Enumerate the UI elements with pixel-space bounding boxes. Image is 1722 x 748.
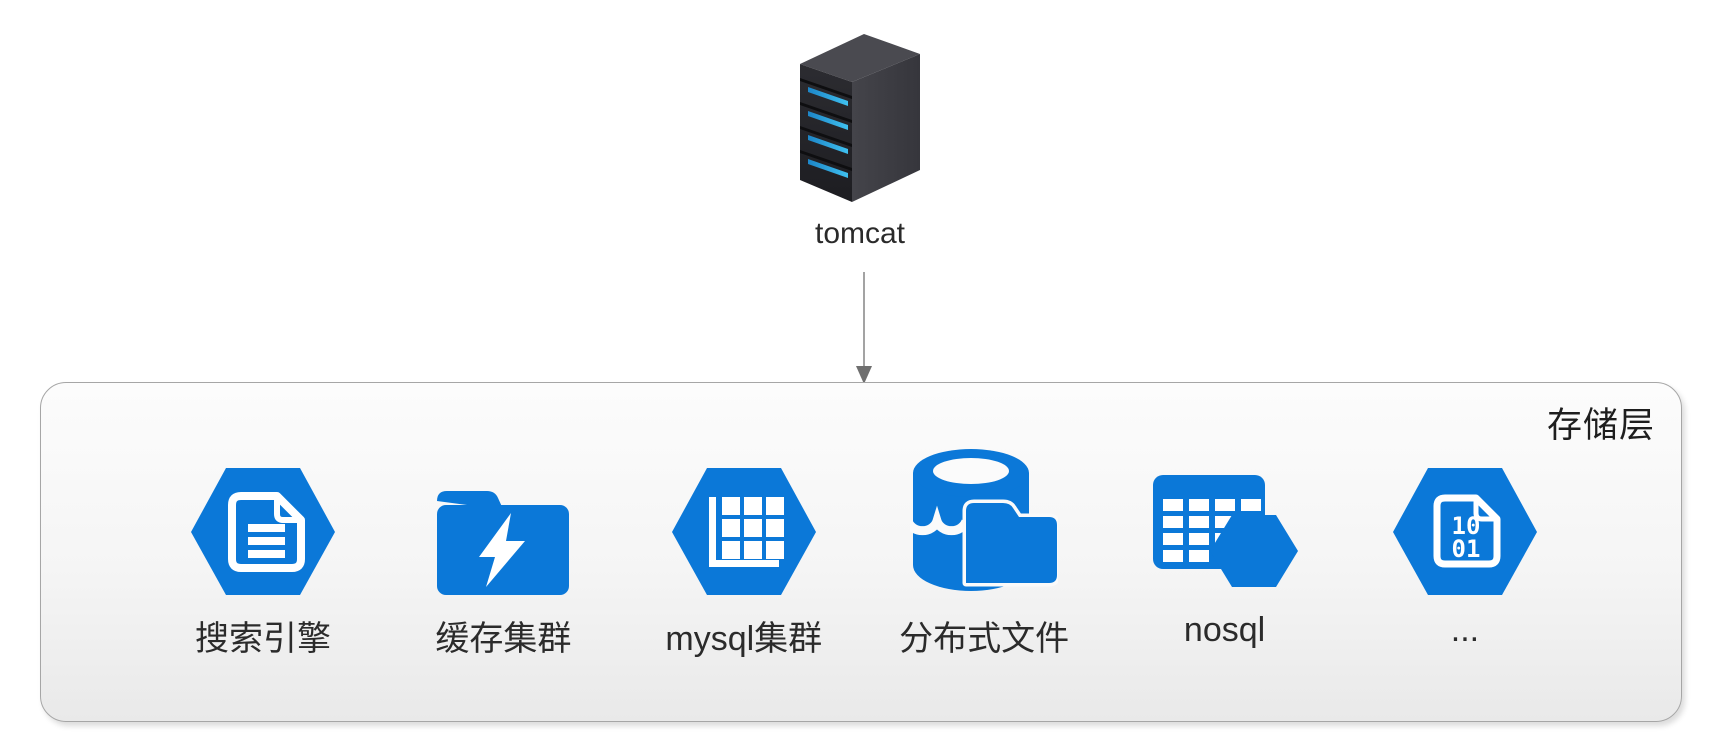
item-label: nosql bbox=[1183, 611, 1266, 649]
item-label: ... bbox=[1450, 611, 1480, 649]
server-label: tomcat bbox=[814, 217, 906, 250]
down-arrow-icon bbox=[856, 272, 872, 384]
hexagon-binary-icon: 10 01 bbox=[1392, 468, 1537, 595]
database-folder-icon bbox=[910, 449, 1059, 591]
storage-item-more: 10 01 ... bbox=[1350, 447, 1580, 650]
folder-lightning-icon bbox=[437, 491, 570, 595]
storage-layer-container: 存储层 搜索引擎 bbox=[40, 382, 1682, 722]
binary-text-line2: 01 bbox=[1452, 535, 1481, 563]
storage-items-row: 搜索引擎 缓存集群 bbox=[41, 447, 1681, 660]
item-label: 搜索引擎 bbox=[195, 620, 331, 658]
storage-item-distributed-file: 分布式文件 bbox=[869, 447, 1099, 660]
item-label: mysql集群 bbox=[665, 620, 823, 658]
hexagon-grid-icon bbox=[671, 468, 816, 595]
hexagon-document-icon bbox=[191, 468, 335, 595]
storage-item-search-engine: 搜索引擎 bbox=[148, 447, 378, 660]
storage-item-mysql-cluster: mysql集群 bbox=[629, 447, 859, 660]
item-label: 缓存集群 bbox=[435, 620, 572, 658]
binary-text-line1: 10 bbox=[1452, 512, 1481, 540]
tomcat-node: tomcat bbox=[796, 32, 924, 251]
server-tower-icon bbox=[800, 34, 920, 202]
table-hexagon-icon bbox=[1152, 475, 1298, 587]
storage-item-nosql: nosql bbox=[1110, 447, 1340, 650]
storage-layer-title: 存储层 bbox=[1546, 406, 1655, 445]
item-label: 分布式文件 bbox=[899, 620, 1070, 658]
storage-item-cache-cluster: 缓存集群 bbox=[388, 447, 618, 660]
